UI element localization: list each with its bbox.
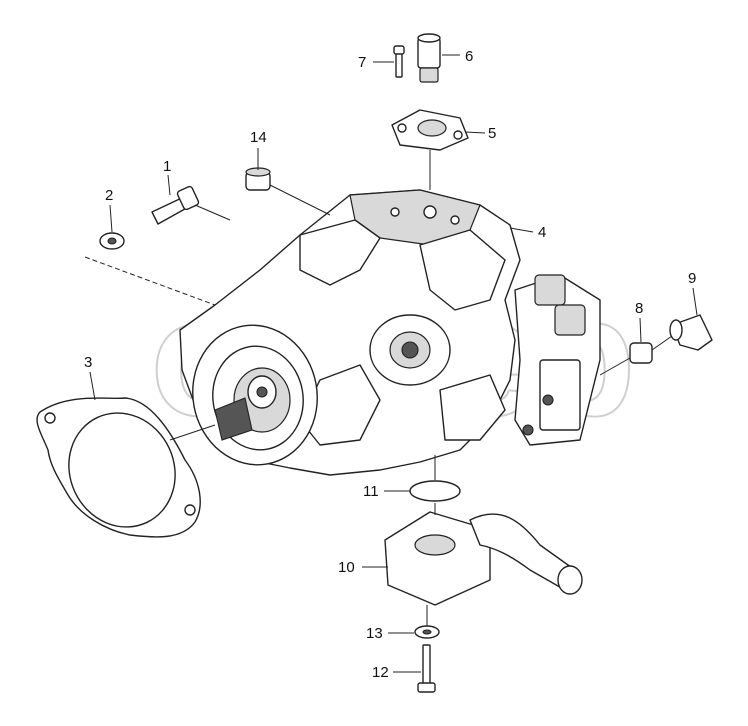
callout-11: 11 [363,483,379,500]
pump-flange-shaft [192,324,318,466]
control-valve-block [514,274,601,446]
callout-5: 5 [488,125,496,142]
flange-part-5 [391,109,469,151]
adapter-part-8 [629,342,653,364]
washer-part-13 [414,625,440,639]
callout-2: 2 [105,187,113,204]
callout-12: 12 [372,664,389,681]
oring-part-11 [409,480,461,502]
bolt-part-7 [393,45,405,78]
bolt-part-12 [417,644,436,693]
callout-labels: 1 2 3 4 5 6 7 8 9 10 11 12 13 14 [84,48,696,681]
callout-6: 6 [465,48,473,65]
callout-9: 9 [688,270,696,287]
callout-10: 10 [338,559,355,576]
washer-part-2 [99,232,125,250]
callout-8: 8 [635,300,643,317]
plug-part-14 [245,167,271,191]
leader-lines [84,54,698,673]
callout-13: 13 [366,625,383,642]
callout-1: 1 [163,158,171,175]
callout-4: 4 [538,224,546,241]
bolt-part-1 [151,185,200,225]
callout-3: 3 [84,354,92,371]
callout-14: 14 [250,129,267,146]
callout-7: 7 [358,54,366,71]
gasket-part-3 [36,397,201,538]
fitting-part-6 [417,33,441,83]
flange-elbow-part-10 [384,511,583,606]
elbow-part-9 [669,314,713,351]
